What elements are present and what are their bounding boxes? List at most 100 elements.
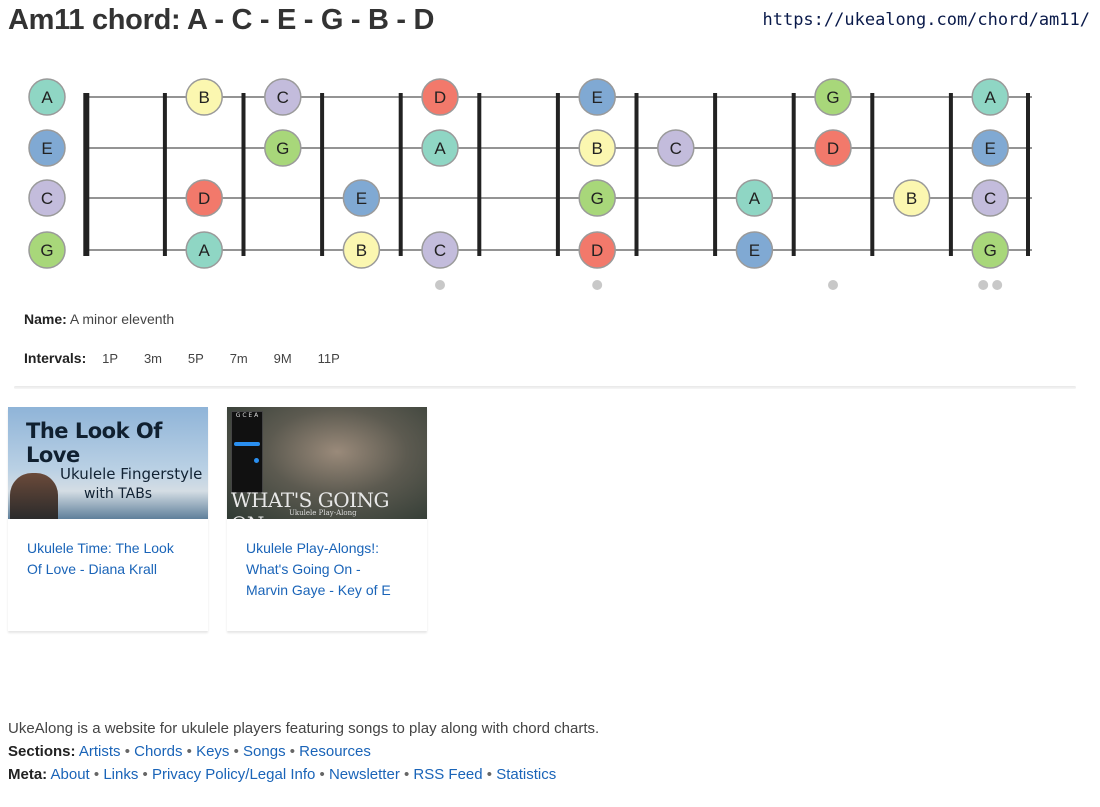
note-label: C [984, 189, 996, 208]
thumbnail-title: WHAT'S GOING ON [231, 488, 390, 519]
note-circle [971, 179, 1009, 217]
player-figure [10, 473, 58, 519]
note-circle [264, 129, 302, 167]
fret-bar [870, 93, 875, 256]
footer-link-statistics[interactable]: Statistics [496, 766, 557, 783]
fret-bar [477, 93, 482, 256]
fret-bar [1026, 93, 1030, 256]
note-circle [578, 179, 616, 217]
footer-link-links[interactable]: Links [103, 766, 139, 783]
note-marker: D [421, 78, 459, 116]
footer-link-about[interactable]: About [50, 766, 90, 783]
note-label: E [41, 139, 52, 158]
fret-marker-dot [828, 280, 838, 290]
note-label: B [199, 88, 210, 107]
interval-item: 9M [273, 351, 292, 366]
footer-link-songs[interactable]: Songs [243, 743, 286, 760]
footer-link-keys[interactable]: Keys [196, 743, 230, 760]
note-label: G [591, 189, 604, 208]
note-label: D [591, 241, 603, 260]
footer-link-resources[interactable]: Resources [299, 743, 371, 760]
video-card[interactable]: G C E A WHAT'S GOING ON Ukulele Play-Alo… [227, 407, 427, 631]
footer-link-newsletter[interactable]: Newsletter [328, 766, 400, 783]
footer-link-chords[interactable]: Chords [134, 743, 183, 760]
note-circle [185, 179, 223, 217]
note-circle [28, 129, 66, 167]
footer-link-rss[interactable]: RSS Feed [413, 766, 483, 783]
chord-chart-label: G C E A [235, 412, 259, 419]
note-circle [971, 129, 1009, 167]
note-label: D [198, 189, 210, 208]
note-marker: A [971, 78, 1009, 116]
note-circle [421, 78, 459, 116]
meta-label: Meta: [8, 766, 48, 783]
note-label: G [40, 241, 53, 260]
note-circle [971, 231, 1009, 269]
note-marker: D [578, 231, 616, 269]
note-marker: A [185, 231, 223, 269]
fret-marker-dot [592, 280, 603, 290]
footer-about: UkeAlong is a website for ukulele player… [8, 720, 600, 737]
footer-meta: Meta: About • Links • Privacy Policy/Leg… [8, 766, 557, 783]
note-label: E [592, 88, 603, 107]
page-title: Am11 chord: A - C - E - G - B - D [8, 4, 435, 36]
note-label: E [985, 139, 996, 158]
video-title-link[interactable]: Ukulele Time: The Look Of Love - Diana K… [27, 540, 174, 577]
note-label: G [984, 241, 997, 260]
fret-bar [241, 93, 246, 256]
video-title-link[interactable]: Ukulele Play-Alongs!: What's Going On - … [246, 540, 391, 598]
note-marker: C [28, 179, 66, 217]
footer-link-artists[interactable]: Artists [78, 743, 121, 760]
interval-item: 5P [187, 351, 204, 366]
note-circle [28, 78, 66, 116]
note-circle [735, 231, 774, 269]
interval-item: 1P [102, 351, 119, 366]
note-marker: G [28, 231, 66, 269]
interval-item: 3m [143, 351, 162, 366]
note-circle [342, 231, 381, 269]
note-label: C [434, 241, 446, 260]
note-marker: G [578, 179, 616, 217]
note-circle [892, 179, 931, 217]
note-marker: C [657, 129, 695, 167]
note-label: C [41, 189, 53, 208]
note-label: A [985, 88, 997, 107]
note-label: D [827, 139, 839, 158]
note-circle [735, 179, 774, 217]
thumbnail-subtitle: Ukulele Fingerstyle [60, 465, 203, 483]
note-marker: D [185, 179, 223, 217]
fret-bar [791, 93, 796, 256]
note-label: A [434, 139, 446, 158]
note-marker: G [971, 231, 1009, 269]
note-marker: C [421, 231, 459, 269]
note-circle [814, 129, 852, 167]
note-marker: D [814, 129, 852, 167]
intervals-label: Intervals: [24, 350, 87, 366]
note-circle [578, 129, 616, 167]
note-marker: A [421, 129, 459, 167]
footer-sections: Sections: Artists • Chords • Keys • Song… [8, 743, 371, 760]
note-marker: E [578, 78, 616, 116]
fret-marker-dot [978, 280, 989, 290]
page-url: https://ukealong.com/chord/am11/ [762, 10, 1090, 30]
note-marker: E [342, 179, 381, 217]
note-label: B [356, 241, 367, 260]
note-label: G [276, 139, 289, 158]
note-marker: B [578, 129, 616, 167]
name-label: Name: [24, 311, 67, 327]
video-thumbnail[interactable]: The Look Of Love Ukulele Fingerstyle wit… [8, 407, 208, 519]
note-circle [971, 78, 1009, 116]
note-label: A [749, 189, 761, 208]
interval-item: 11P [317, 351, 340, 366]
video-thumbnail[interactable]: G C E A WHAT'S GOING ON Ukulele Play-Alo… [227, 407, 427, 519]
note-label: C [277, 88, 289, 107]
note-circle [264, 78, 302, 116]
note-circle [185, 231, 223, 269]
note-marker: C [264, 78, 302, 116]
footer-link-privacy[interactable]: Privacy Policy/Legal Info [151, 766, 316, 783]
note-marker: G [814, 78, 852, 116]
note-label: C [670, 139, 682, 158]
video-card[interactable]: The Look Of Love Ukulele Fingerstyle wit… [8, 407, 208, 631]
note-label: B [592, 139, 603, 158]
